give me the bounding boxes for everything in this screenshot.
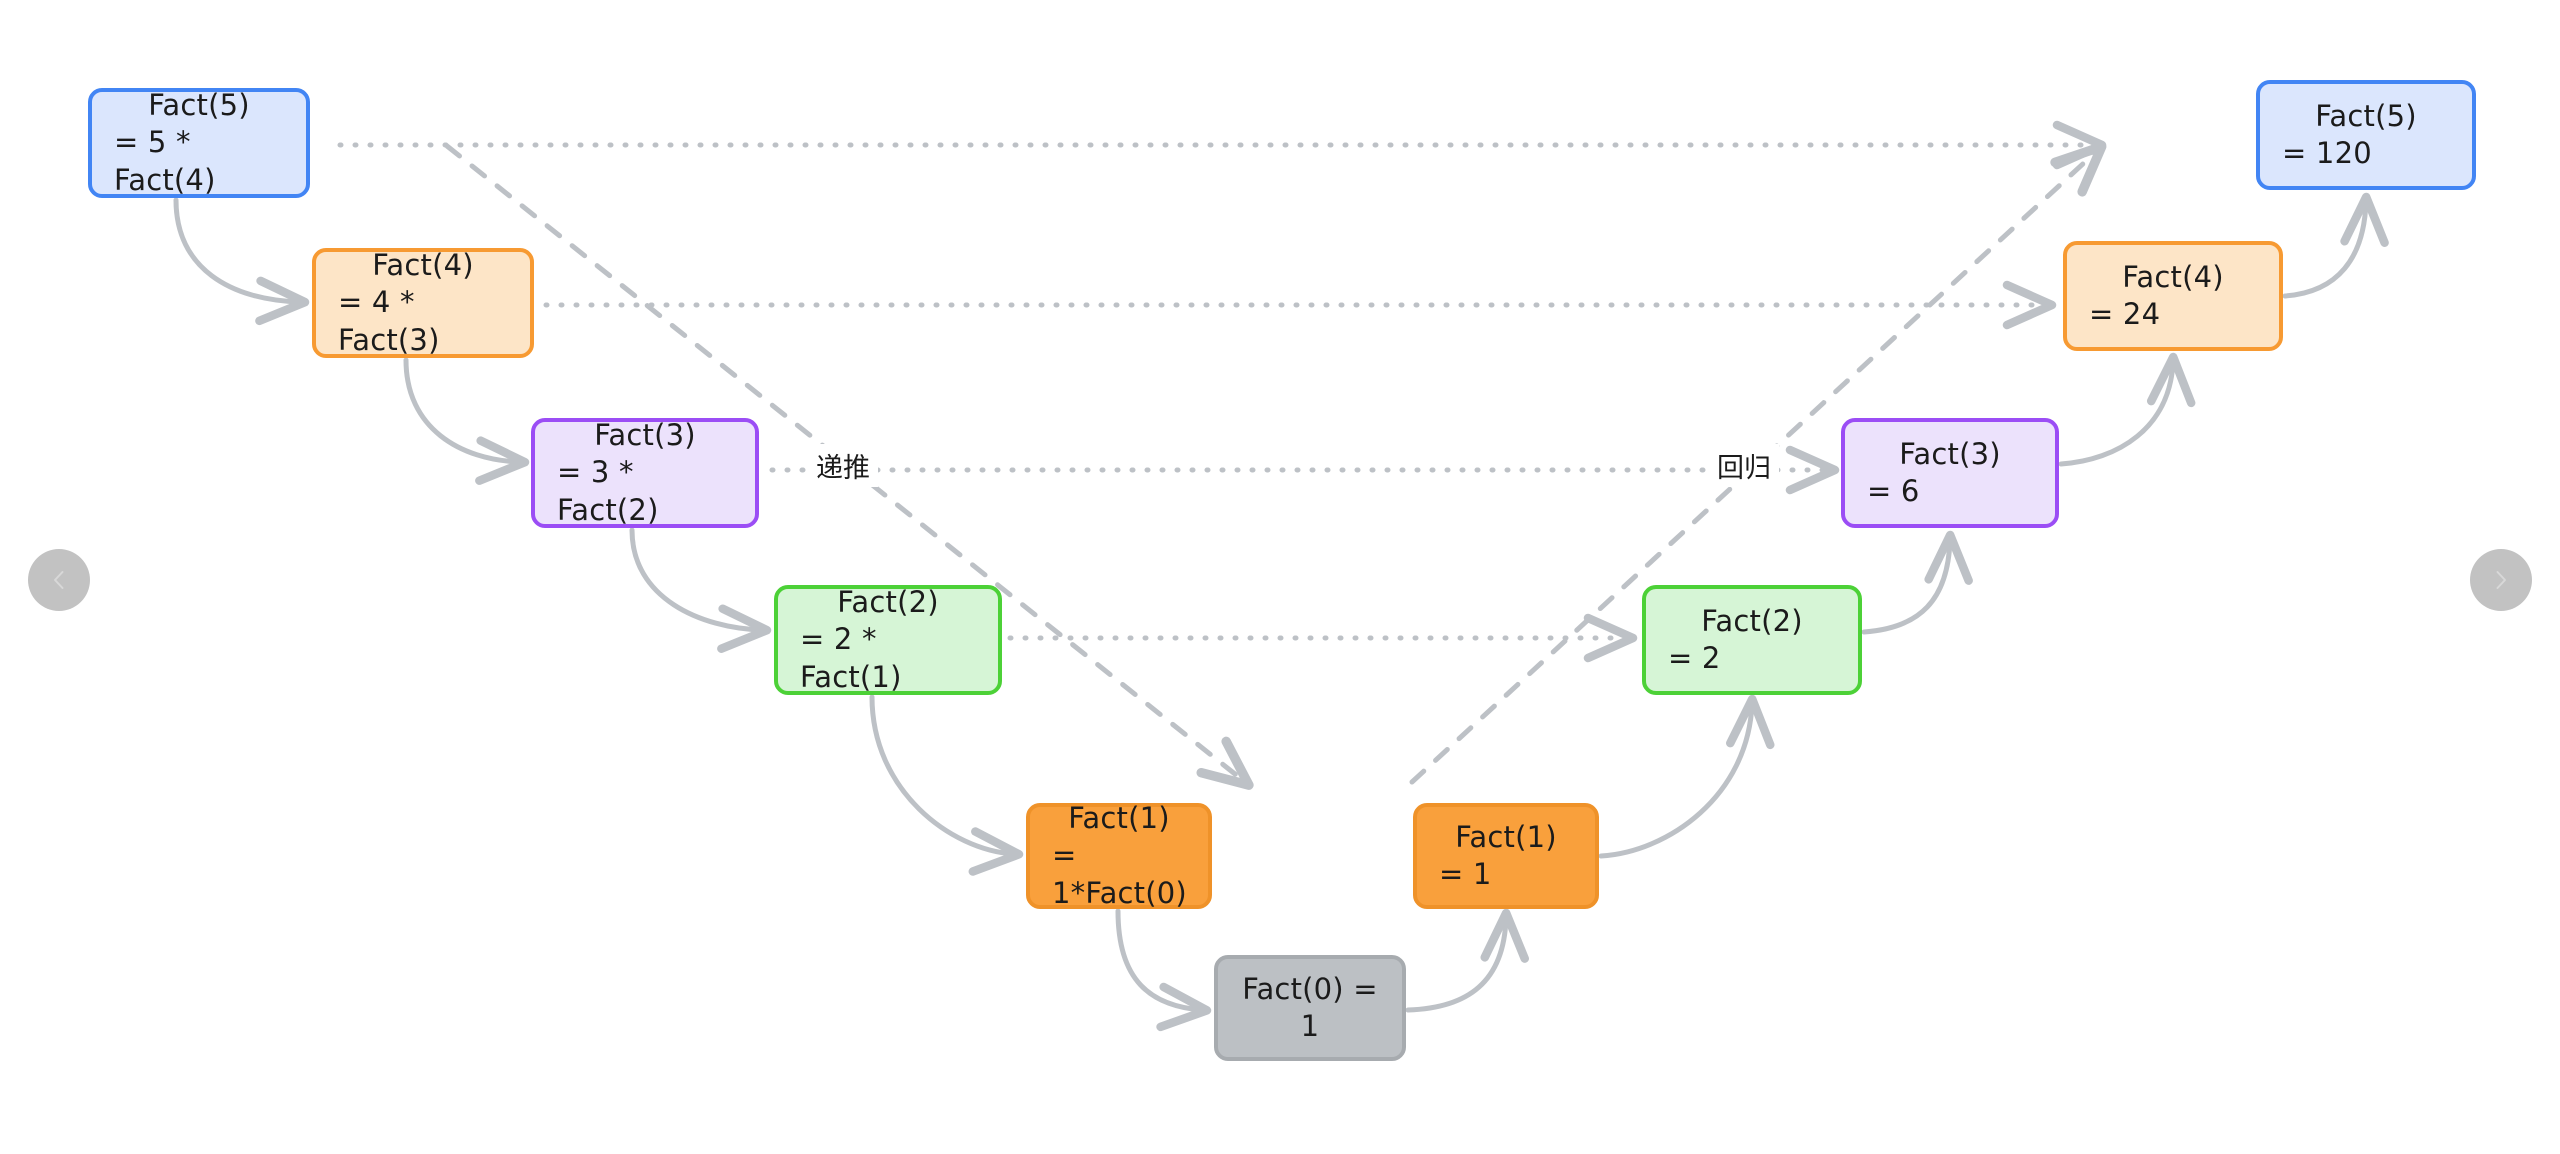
node-title: Fact(1) bbox=[1068, 801, 1170, 836]
node-title: Fact(1) bbox=[1455, 819, 1557, 854]
node-fact2-return[interactable]: Fact(2) = 2 bbox=[1642, 585, 1862, 695]
edge-l0-to-r1 bbox=[1405, 908, 1529, 1013]
phase-label-forward: 递推 bbox=[808, 444, 878, 487]
node-title: Fact(2) bbox=[1701, 603, 1803, 638]
edge-l3-to-l2 bbox=[629, 527, 772, 653]
node-expression: = 120 bbox=[2282, 136, 2372, 170]
node-expression: = 2 bbox=[1668, 641, 1721, 675]
node-fact1-return[interactable]: Fact(1) = 1 bbox=[1413, 803, 1599, 909]
edge-r1-to-r2 bbox=[1598, 694, 1775, 859]
node-fact5-call[interactable]: Fact(5) = 5 * Fact(4) bbox=[88, 88, 310, 198]
chevron-left-icon bbox=[54, 571, 64, 589]
node-title: Fact(3) bbox=[1899, 436, 2001, 471]
node-fact5-return[interactable]: Fact(5) = 120 bbox=[2256, 80, 2476, 190]
edge-l2-to-l1 bbox=[869, 694, 1024, 876]
edge-r4-to-r5 bbox=[2282, 192, 2389, 299]
phase-label-backward: 回归 bbox=[1709, 444, 1779, 487]
node-title: Fact(3) bbox=[594, 418, 696, 453]
node-fact3-call[interactable]: Fact(3) = 3 * Fact(2) bbox=[531, 418, 759, 528]
node-expression: = 5 * Fact(4) bbox=[114, 125, 216, 197]
node-title: Fact(4) bbox=[372, 248, 474, 283]
prev-slide-button[interactable] bbox=[28, 549, 90, 611]
next-slide-button[interactable] bbox=[2470, 549, 2532, 611]
node-title: Fact(0) = 1 bbox=[1242, 971, 1378, 1043]
edge-l5-to-l4 bbox=[173, 197, 310, 326]
node-fact3-return[interactable]: Fact(3) = 6 bbox=[1841, 418, 2059, 528]
node-fact2-call[interactable]: Fact(2) = 2 * Fact(1) bbox=[774, 585, 1002, 695]
node-expression: = 1*Fact(0) bbox=[1052, 838, 1187, 910]
node-expression: = 6 bbox=[1867, 474, 1920, 508]
node-fact0-base-case[interactable]: Fact(0) = 1 bbox=[1214, 955, 1406, 1061]
node-title: Fact(5) bbox=[2315, 98, 2417, 133]
node-expression: = 24 bbox=[2089, 297, 2161, 331]
node-title: Fact(4) bbox=[2122, 259, 2224, 294]
node-fact4-call[interactable]: Fact(4) = 4 * Fact(3) bbox=[312, 248, 534, 358]
chevron-right-icon bbox=[2496, 571, 2506, 589]
node-fact4-return[interactable]: Fact(4) = 24 bbox=[2063, 241, 2283, 351]
edge-r2-to-r3 bbox=[1861, 530, 1973, 635]
node-expression: = 3 * Fact(2) bbox=[557, 455, 659, 527]
node-expression: = 2 * Fact(1) bbox=[800, 622, 902, 694]
edge-l4-to-l3 bbox=[403, 357, 530, 485]
node-title: Fact(5) bbox=[148, 88, 250, 123]
edge-r3-to-r4 bbox=[2058, 352, 2196, 467]
node-expression: = 1 bbox=[1439, 857, 1492, 891]
edge-l1-to-l0 bbox=[1115, 908, 1212, 1032]
node-expression: = 4 * Fact(3) bbox=[338, 285, 440, 357]
node-fact1-call[interactable]: Fact(1) = 1*Fact(0) bbox=[1026, 801, 1212, 910]
node-title: Fact(2) bbox=[837, 585, 939, 620]
